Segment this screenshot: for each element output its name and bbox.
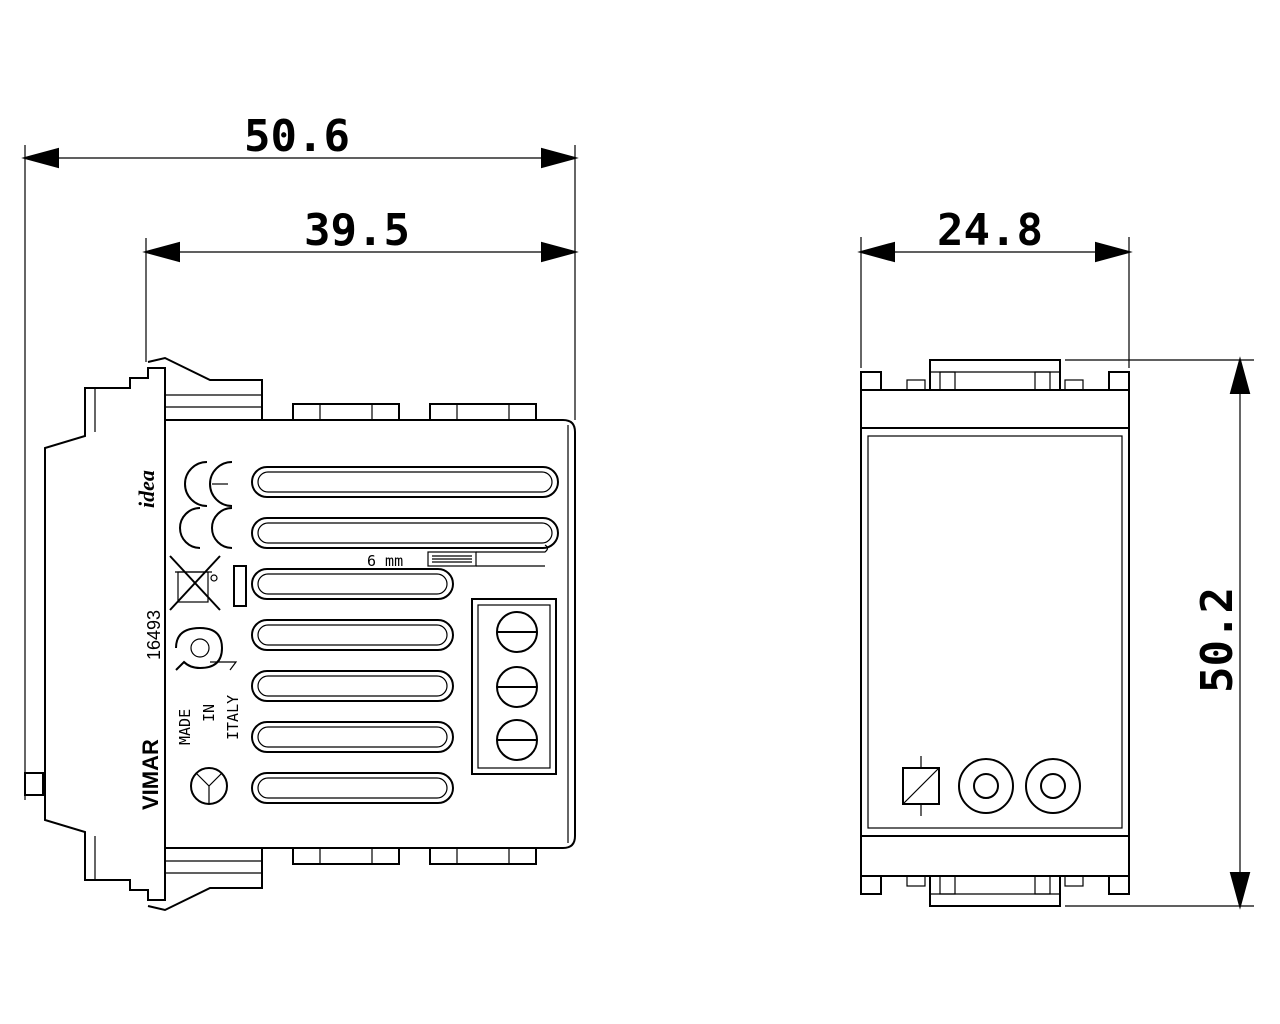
front-height-value: 50.2 xyxy=(1192,587,1243,693)
brand-name: VIMAR xyxy=(138,739,163,810)
ce-mark-icon xyxy=(184,461,233,507)
vent-slot-3 xyxy=(251,568,454,600)
front-view xyxy=(860,359,1130,907)
dimension-front-width: 24.8 xyxy=(857,205,1133,368)
side-clip xyxy=(24,772,44,796)
strip-length-label: 6 mm xyxy=(367,552,403,570)
article-code: 16493 xyxy=(144,610,164,660)
vent-slot-6 xyxy=(251,721,454,753)
relay-symbol-icon xyxy=(902,756,940,816)
front-top-latch xyxy=(929,359,1061,391)
origin-line-1: MADE xyxy=(176,709,194,745)
strip-gauge: 6 mm xyxy=(367,544,549,570)
overall-depth-value: 50.6 xyxy=(244,111,350,162)
main-body xyxy=(164,419,576,849)
dimension-overall-depth: 50.6 xyxy=(21,111,579,800)
front-tab-bottom-left xyxy=(860,875,882,895)
bottom-tab-2 xyxy=(429,847,537,865)
front-tab-bottom-right xyxy=(1108,875,1130,895)
front-tab-top-right xyxy=(1108,371,1130,391)
vent-slot-7 xyxy=(251,772,454,804)
brand-logo: idea xyxy=(134,470,159,508)
weee-bin-icon xyxy=(169,555,221,611)
front-body xyxy=(860,389,1130,877)
vent-slot-5 xyxy=(251,670,454,702)
bottom-tab-1 xyxy=(292,847,400,865)
body-depth-value: 39.5 xyxy=(304,205,410,256)
origin-line-2: IN xyxy=(200,704,218,722)
top-tab-2 xyxy=(429,403,537,421)
vent-slot-1 xyxy=(251,466,559,498)
marking-bar xyxy=(233,565,247,607)
vent-slot-4 xyxy=(251,619,454,651)
top-tab-1 xyxy=(292,403,400,421)
front-tab-top-left xyxy=(860,371,882,391)
vent-slot-2 xyxy=(251,517,559,549)
front-terminal-2 xyxy=(1025,758,1081,814)
c-mark-icon xyxy=(179,507,233,549)
terminal-block xyxy=(471,598,557,775)
approval-mark-icon xyxy=(175,626,238,671)
front-terminal-1 xyxy=(958,758,1014,814)
front-bottom-latch xyxy=(929,875,1061,907)
lamp-symbol-icon xyxy=(190,767,228,805)
side-view: 6 mm xyxy=(24,356,576,912)
front-width-value: 24.8 xyxy=(937,205,1043,256)
origin-line-3: ITALY xyxy=(224,695,242,740)
dimension-front-height: 50.2 xyxy=(1065,356,1254,910)
dimension-body-depth: 39.5 xyxy=(142,205,579,362)
